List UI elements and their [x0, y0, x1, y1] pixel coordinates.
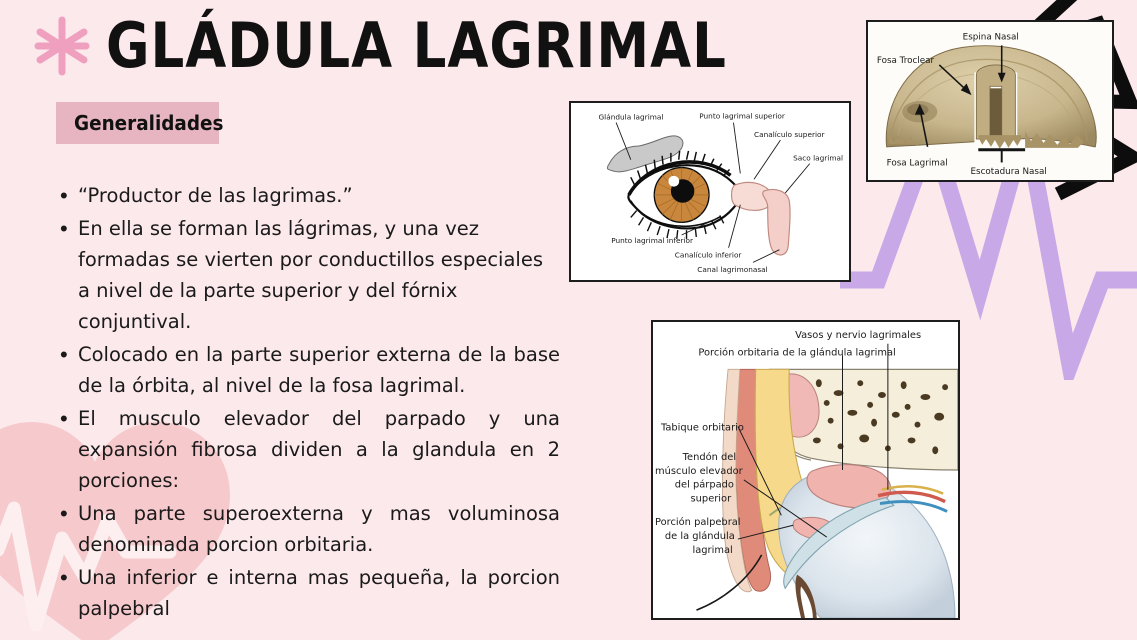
orbit-label-porcion-orbitaria: Porción orbitaria de la glándula lagrima… [698, 347, 895, 359]
orbit-label-tabique: Tabique orbitario [660, 423, 744, 434]
bullet-list: • “Productor de las lagrimas.” • En ella… [60, 180, 560, 626]
lacrimal-apparatus-eye-diagram: Glándula lagrimal Punto lagrimal superio… [569, 101, 851, 282]
skull-label-espina: Espina Nasal [963, 33, 1019, 43]
slide-header: GLÁDULA LAGRIMAL [30, 14, 727, 78]
eye-label-glandula: Glándula lagrimal [599, 113, 664, 122]
list-item-text: En ella se forman las lágrimas, y una ve… [78, 217, 544, 333]
eye-label-canaliculo-inferior: Canalículo inferior [675, 251, 743, 260]
list-item-text: “Productor de las lagrimas.” [78, 184, 353, 207]
list-item: • El musculo elevador del parpado y una … [60, 403, 560, 496]
skull-label-escotadura: Escotadura Nasal [970, 167, 1046, 177]
list-item: • Una inferior e interna mas pequeña, la… [60, 562, 560, 624]
skull-diagram-svg: Espina Nasal Fosa Troclear Fosa Lagrimal… [869, 22, 1111, 180]
orbit-label-palpebral-line1: Porción palpebral [655, 516, 741, 528]
bullet-dot: • [60, 406, 68, 431]
sparkle-asterisk-icon [34, 16, 90, 76]
eye-label-canaliculo-superior: Canalículo superior [754, 130, 825, 139]
orbit-label-tendon-line2: músculo elevador [655, 465, 744, 477]
orbit-label-palpebral-line3: lagrimal [693, 545, 733, 556]
eye-label-saco: Saco lagrimal [793, 154, 843, 163]
bullet-dot: • [60, 183, 68, 208]
orbit-label-tendon-line3: del párpado [675, 479, 734, 491]
list-item: • Una parte superoexterna y mas volumino… [60, 498, 560, 560]
orbit-label-tendon-line4: superior [691, 494, 733, 505]
eye-diagram-svg: Glándula lagrimal Punto lagrimal superio… [572, 103, 848, 280]
orbit-label-palpebral-line2: de la glándula [665, 530, 735, 542]
bullet-dot: • [60, 565, 68, 590]
list-item-text: Colocado en la parte superior externa de… [78, 343, 560, 397]
bullet-dot: • [60, 216, 68, 241]
eye-label-canal: Canal lagrimonasal [697, 265, 767, 274]
list-item-text: El musculo elevador del parpado y una ex… [78, 407, 560, 492]
orbit-diagram-svg: Vasos y nervio lagrimales Porción orbita… [653, 322, 958, 618]
bullet-dot: • [60, 501, 68, 526]
orbital-sagittal-section-diagram: Vasos y nervio lagrimales Porción orbita… [651, 320, 960, 620]
list-item: • Colocado en la parte superior externa … [60, 339, 560, 401]
page-title: GLÁDULA LAGRIMAL [106, 10, 727, 82]
bullet-dot: • [60, 342, 68, 367]
eye-label-punto-inferior: Punto lagrimal inferior [611, 236, 694, 245]
list-item-text: Una parte superoexterna y mas voluminosa… [78, 502, 560, 556]
list-item: • “Productor de las lagrimas.” [60, 180, 560, 211]
eye-label-punto-superior: Punto lagrimal superior [699, 112, 786, 121]
orbit-label-vasos: Vasos y nervio lagrimales [795, 330, 921, 341]
orbit-label-tendon-line1: Tendón del [682, 451, 736, 463]
frontal-bone-orbit-photograph: Espina Nasal Fosa Troclear Fosa Lagrimal… [866, 20, 1114, 182]
skull-label-lagrimal: Fosa Lagrimal [887, 158, 948, 168]
skull-label-troclear: Fosa Troclear [877, 56, 935, 66]
section-badge-generalidades: Generalidades [56, 102, 223, 144]
list-item-text: Una inferior e interna mas pequeña, la p… [78, 566, 560, 620]
section-badge-label: Generalidades [74, 111, 224, 135]
list-item: • En ella se forman las lágrimas, y una … [60, 213, 560, 337]
